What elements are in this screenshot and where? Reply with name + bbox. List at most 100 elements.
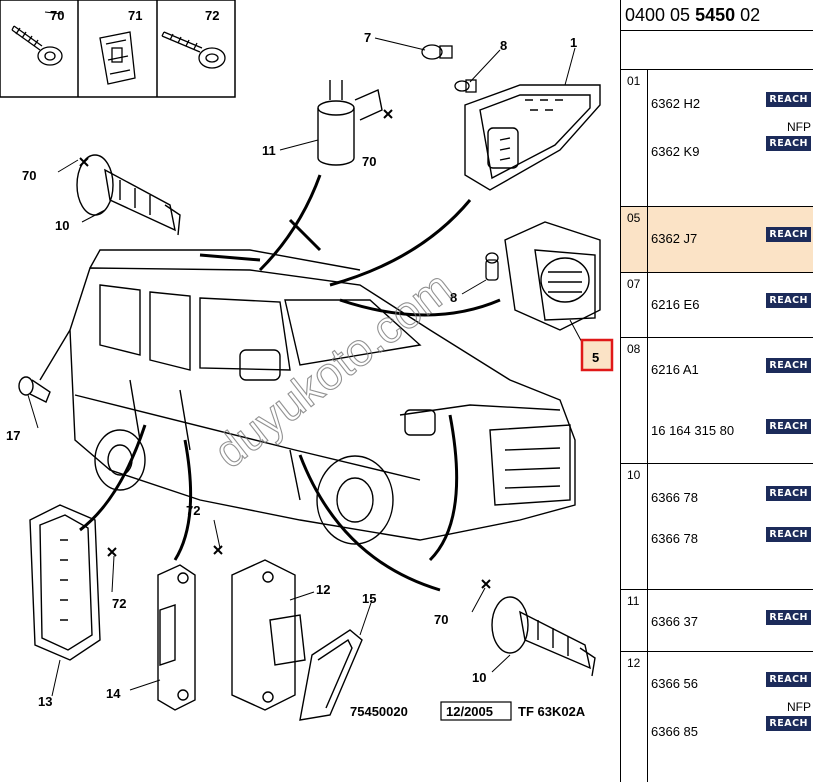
bulb-8b-icon: [485, 252, 499, 281]
parts-group-08[interactable]: 08 6216 A1 REACH 16 164 315 80 REACH: [621, 338, 813, 464]
headlamp-bulb-10b: [491, 596, 596, 677]
interior-lamp-1: [464, 84, 601, 191]
group-number: 05: [627, 211, 641, 225]
reach-badge: REACH: [766, 92, 811, 107]
reference-suffix: 02: [735, 5, 761, 25]
callout-10: 10: [55, 218, 69, 233]
part-entry[interactable]: 6366 78 REACH: [651, 486, 811, 508]
callout-labels: 70 71 72 7 8 1 11 70 70 10 8 5 17 72 72 …: [6, 8, 614, 709]
parts-list-panel: 0400 05 5450 02 01 6362 H2 REACH NFP 636…: [620, 0, 813, 782]
callout-70: 70: [362, 154, 376, 169]
group-number: 10: [627, 468, 641, 482]
group-number: 07: [627, 277, 641, 291]
part-entry[interactable]: 6366 37 REACH: [651, 610, 811, 632]
reference-prefix: 0400 05: [625, 5, 696, 25]
part-number: 6366 78: [651, 490, 698, 505]
nfp-label: NFP: [787, 120, 811, 134]
bulb-8-icon: [454, 79, 477, 93]
reach-badge: REACH: [766, 527, 811, 542]
reference-bold: 5450: [695, 5, 736, 25]
relay-11: [317, 80, 383, 166]
reach-badge: REACH: [766, 358, 811, 373]
diagram-footer: 75450020 12/2005 TF 63K02A: [350, 701, 586, 721]
callout-72: 72: [205, 8, 219, 23]
reach-badge: REACH: [766, 672, 811, 687]
part-number: 6366 78: [651, 531, 698, 546]
part-number: 16 164 315 80: [651, 423, 735, 438]
part-entry[interactable]: 6362 J7 REACH: [651, 227, 811, 249]
parts-group-05[interactable]: 05 6362 J7 REACH: [621, 207, 813, 273]
reach-badge: REACH: [766, 293, 811, 308]
screw-70-icon: [11, 25, 63, 66]
part-entry[interactable]: 6216 E6 REACH: [651, 293, 811, 315]
reach-badge: REACH: [766, 610, 811, 625]
part-number: 6366 37: [651, 614, 698, 629]
callout-72: 72: [112, 596, 126, 611]
callout-11: 11: [262, 143, 276, 158]
part-entry[interactable]: 6366 78 REACH: [651, 527, 811, 549]
side-repeater-13: [29, 504, 101, 661]
part-number: 6366 85: [651, 724, 698, 739]
reach-badge: REACH: [766, 716, 811, 731]
clip-71-icon: [99, 31, 136, 85]
parts-group-11[interactable]: 11 6366 37 REACH: [621, 590, 813, 652]
callout-1: 1: [570, 35, 577, 50]
footer-code: 75450020: [350, 704, 408, 719]
bulb-7-icon: [421, 44, 453, 60]
group-number: 12: [627, 656, 641, 670]
part-entry[interactable]: 6216 A1 REACH: [651, 358, 811, 380]
reach-badge: REACH: [766, 136, 811, 151]
lamp-housing-5: [504, 221, 601, 331]
parts-diagram: 70 71 72 7 8 1 11 70 70 10 8 5 17 72 72 …: [0, 0, 614, 721]
fastener-boxes: [0, 0, 236, 98]
headlamp-bulb-10a: [76, 154, 181, 236]
part-entry[interactable]: 6366 85 REACH: [651, 716, 811, 739]
part-number: 6366 56: [651, 676, 698, 691]
parts-group-12[interactable]: 12 6366 56 REACH NFP 6366 85 REACH: [621, 652, 813, 782]
reach-badge: REACH: [766, 486, 811, 501]
part-number: 6362 J7: [651, 231, 698, 246]
bulb-17-icon: [18, 376, 51, 403]
reach-badge: REACH: [766, 227, 811, 242]
callout-17: 17: [6, 428, 20, 443]
part-number: 6216 E6: [651, 297, 700, 312]
callout-13: 13: [38, 694, 52, 709]
wiring-lines: [79, 174, 501, 592]
part-number: 6362 H2: [651, 96, 701, 111]
callout-7: 7: [364, 30, 371, 45]
callout-72: 72: [186, 503, 200, 518]
asterisk-markers: [79, 109, 491, 589]
group-number: 08: [627, 342, 641, 356]
reference-number: 0400 05 5450 02: [621, 0, 813, 31]
parts-group-10[interactable]: 10 6366 78 REACH 6366 78 REACH: [621, 464, 813, 590]
part-entry[interactable]: 16 164 315 80 REACH: [651, 419, 811, 441]
callout-71: 71: [128, 8, 142, 23]
parts-group-07[interactable]: 07 6216 E6 REACH: [621, 273, 813, 338]
footer-tf: TF 63K02A: [518, 704, 586, 719]
blank-row: [621, 31, 813, 70]
part-number: 6216 A1: [651, 362, 699, 377]
part-entry[interactable]: 6362 H2 REACH: [651, 92, 811, 114]
callout-8: 8: [500, 38, 507, 53]
callout-12: 12: [316, 582, 330, 597]
group-number: 01: [627, 74, 641, 88]
part-entry[interactable]: 6362 K9 REACH: [651, 136, 811, 159]
nfp-label: NFP: [787, 700, 811, 714]
lamp-12: [231, 559, 306, 711]
parts-group-01[interactable]: 01 6362 H2 REACH NFP 6362 K9 REACH: [621, 70, 813, 207]
reach-badge: REACH: [766, 419, 811, 434]
callout-14: 14: [106, 686, 121, 701]
lens-15: [299, 629, 363, 721]
callout-8: 8: [450, 290, 457, 305]
vehicle-illustration: [39, 249, 576, 545]
callout-70: 70: [22, 168, 36, 183]
callout-15: 15: [362, 591, 376, 606]
group-number: 11: [627, 594, 640, 608]
callout-5[interactable]: 5: [592, 350, 599, 365]
screw-72-icon: [161, 31, 226, 69]
callout-70: 70: [434, 612, 448, 627]
highlight-box: [580, 338, 614, 372]
leader-lines: [27, 11, 586, 697]
part-entry[interactable]: 6366 56 REACH: [651, 672, 811, 694]
footer-date: 12/2005: [446, 704, 493, 719]
